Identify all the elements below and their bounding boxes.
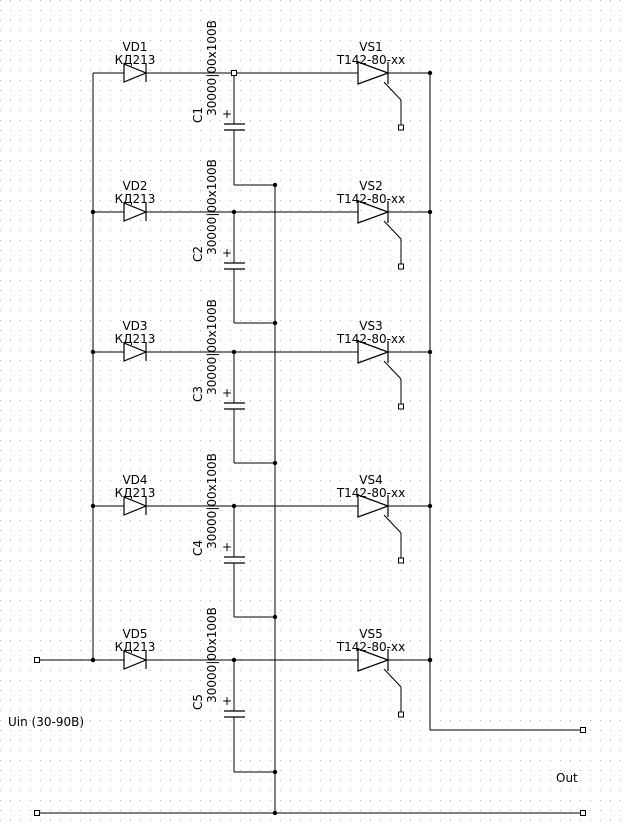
thyristor-symbol [357, 494, 404, 564]
capacitor-symbol: + [222, 506, 275, 618]
junction-dot [90, 349, 96, 355]
capacitor-ref: C3 [191, 386, 205, 402]
thyristor-ref: VS1 [359, 40, 382, 54]
thyristor-ref: VS3 [359, 319, 382, 333]
gate-terminal[interactable] [398, 263, 404, 270]
junction-dot [272, 614, 278, 620]
thyristor-symbol [357, 61, 404, 131]
diode-symbol [123, 63, 148, 83]
output-terminal[interactable] [580, 727, 586, 733]
capacitor-ref: C5 [191, 694, 205, 710]
capacitor-value: 30000|00x100B [205, 607, 219, 703]
diode-ref: VD4 [122, 473, 147, 487]
wiring [37, 73, 583, 814]
cap-polarity-mark: + [222, 246, 232, 260]
thyristor-type: T142-80-xx [336, 192, 405, 206]
capacitor-value: 30000|00x100B [205, 20, 219, 116]
junction-dot [231, 209, 237, 215]
junction-dot [272, 810, 278, 816]
thyristor-symbol [357, 648, 404, 718]
thyristor-symbol [357, 200, 404, 270]
junction-dot [427, 70, 433, 76]
junction-dot [272, 320, 278, 326]
diode-symbol [123, 496, 148, 516]
junction-dot [90, 209, 96, 215]
capacitor-symbol: + [222, 73, 275, 186]
cap-polarity-mark: + [222, 107, 232, 121]
cap-polarity-mark: + [222, 540, 232, 554]
junction-dot [272, 769, 278, 775]
diode-type: КД213 [115, 53, 156, 67]
junction-dot [231, 503, 237, 509]
ground-terminal-right[interactable] [580, 810, 586, 816]
capacitor-ref: C2 [191, 246, 205, 262]
diode-type: КД213 [115, 332, 156, 346]
diode-ref: VD3 [122, 319, 147, 333]
diode-type: КД213 [115, 486, 156, 500]
thyristor-symbol [357, 340, 404, 410]
capacitor-ref: C4 [191, 540, 205, 556]
junction-node [231, 70, 237, 76]
thyristor-ref: VS4 [359, 473, 382, 487]
capacitor-ref: C1 [191, 107, 205, 123]
cap-polarity-mark: + [222, 694, 232, 708]
capacitor-symbol: + [222, 660, 275, 773]
thyristor-type: T142-80-xx [336, 640, 405, 654]
input-label: Uin (30-90B) [8, 715, 84, 729]
diode-ref: VD2 [122, 179, 147, 193]
capacitor-value: 30000|00x100B [205, 299, 219, 395]
junction-dot [272, 460, 278, 466]
capacitor-value: 30000|00x100B [205, 453, 219, 549]
output-label: Out [556, 771, 578, 785]
thyristor-type: T142-80-xx [336, 332, 405, 346]
junction-dot [231, 657, 237, 663]
capacitor-symbol: + [222, 212, 275, 324]
junction-dot [427, 657, 433, 663]
junction-dot [231, 349, 237, 355]
thyristor-ref: VS2 [359, 179, 382, 193]
junction-dot [90, 657, 96, 663]
gate-terminal[interactable] [398, 557, 404, 564]
junction-dot [427, 503, 433, 509]
cap-polarity-mark: + [222, 386, 232, 400]
capacitor-symbol: + [222, 352, 275, 464]
diode-type: КД213 [115, 640, 156, 654]
ground-terminal-left[interactable] [34, 810, 40, 816]
input-terminal[interactable] [34, 657, 40, 663]
gate-terminal[interactable] [398, 124, 404, 131]
junction-dot [427, 209, 433, 215]
thyristor-ref: VS5 [359, 627, 382, 641]
diode-ref: VD1 [122, 40, 147, 54]
diode-ref: VD5 [122, 627, 147, 641]
diode-symbol [123, 202, 148, 222]
diode-symbol [123, 342, 148, 362]
junction-dot [427, 349, 433, 355]
junction-dot [90, 503, 96, 509]
gate-terminal[interactable] [398, 403, 404, 410]
capacitor-value: 30000|00x100B [205, 159, 219, 255]
junction-dot [272, 182, 278, 188]
gate-terminal[interactable] [398, 711, 404, 718]
thyristor-type: T142-80-xx [336, 486, 405, 500]
diode-type: КД213 [115, 192, 156, 206]
thyristor-type: T142-80-xx [336, 53, 405, 67]
diode-symbol [123, 650, 148, 670]
